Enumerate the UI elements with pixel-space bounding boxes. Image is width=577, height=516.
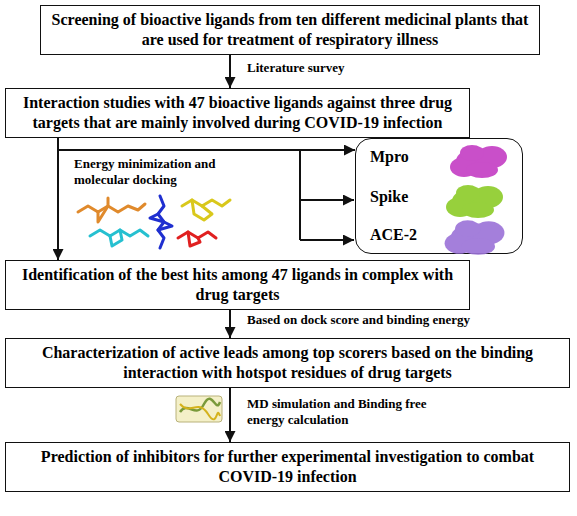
step-text: Prediction of inhibitors for further exp… [14,447,561,487]
process-box: Prediction of inhibitors for further exp… [5,442,570,492]
edge-label: Literature survey [245,60,449,76]
step-text: Identification of the best hits among 47… [14,265,461,305]
flow-arrow [229,310,231,338]
step-text: Screening of bioactive ligands from ten … [49,10,531,50]
md-simulation-figure [176,396,222,422]
target-panel: MproSpikeACE-2 [355,138,523,254]
flow-arrow [229,388,231,442]
branch-bracket [300,150,354,240]
ligand-molecules [78,196,230,248]
flow-arrow [58,138,355,150]
process-box: Characterization of active leads among t… [5,338,570,388]
flow-arrow [229,55,231,88]
target-name: Mpro [370,147,409,167]
process-box: Identification of the best hits among 47… [5,260,470,310]
edge-label: Energy minimization and molecular dockin… [72,156,266,189]
flow-arrow [57,138,59,260]
step-text: Characterization of active leads among t… [14,343,561,383]
process-box: Interaction studies with 47 bioactive li… [5,88,470,138]
step-text: Interaction studies with 47 bioactive li… [14,93,461,133]
edge-label: MD simulation and Binding free energy ca… [245,396,464,429]
target-name: ACE-2 [370,225,417,245]
target-name: Spike [370,187,408,207]
edge-label: Based on dock score and binding energy [245,312,549,328]
process-box: Screening of bioactive ligands from ten … [40,5,540,55]
